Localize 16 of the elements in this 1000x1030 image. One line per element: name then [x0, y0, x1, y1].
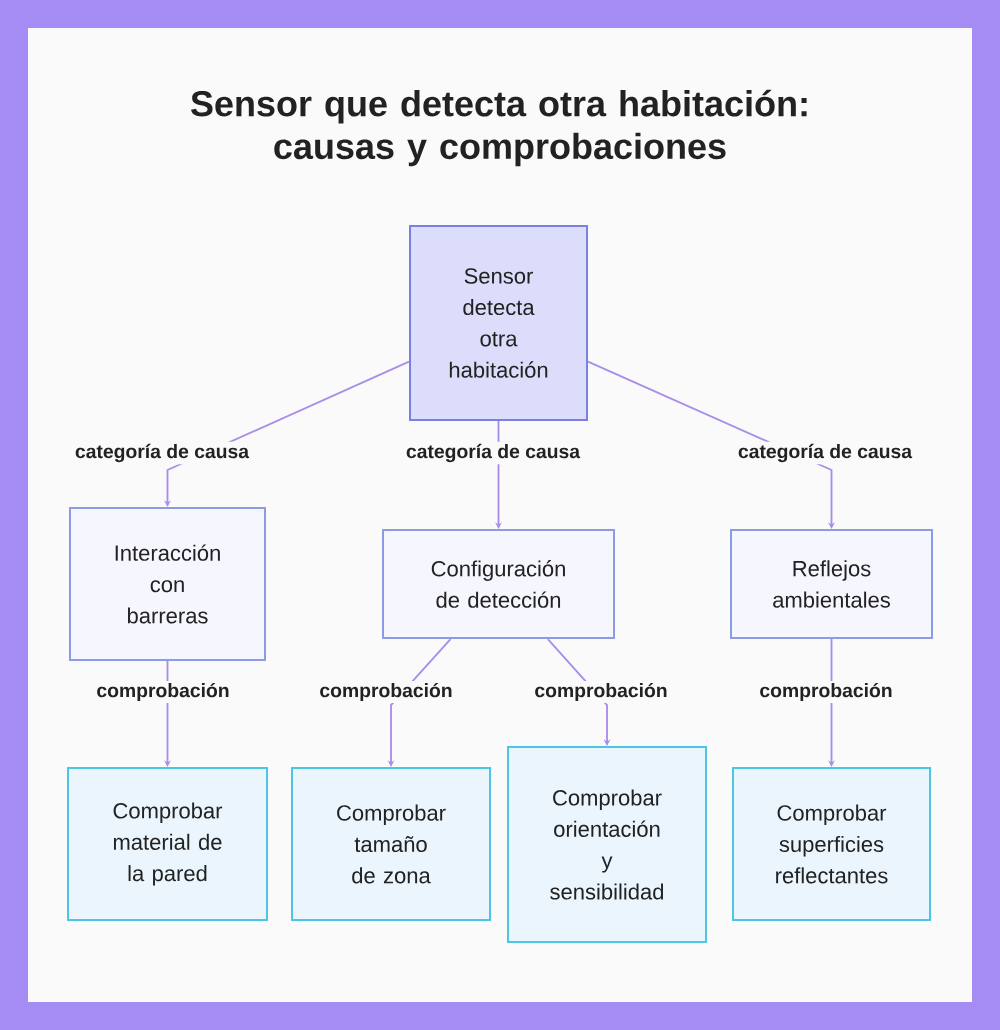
process-box: Comprobar tamaño de zona	[291, 767, 491, 921]
edge-label: comprobación	[317, 680, 455, 704]
title: Sensor que detecta otra habitación: causas y comprobaciones	[191, 89, 807, 167]
process-box: Comprobar orientación y sensibilidad	[507, 746, 707, 943]
process-box: Comprobar superficies reflectantes	[732, 767, 931, 921]
edge-label: comprobación	[94, 680, 232, 704]
process-box: Interacción con barreras	[69, 507, 266, 661]
process-box: Reflejos ambientales	[730, 529, 933, 639]
edge-label: categoría de causa	[403, 441, 583, 465]
process-box: Comprobar material de la pared	[67, 767, 268, 921]
edge-label: categoría de causa	[735, 441, 915, 465]
edge-label: categoría de causa	[72, 441, 252, 465]
process-box: Sensor detecta otra habitación	[409, 225, 588, 421]
edge-label: comprobación	[532, 680, 670, 704]
process-box: Configuración de detección	[382, 529, 615, 639]
edge-label: comprobación	[757, 680, 895, 704]
